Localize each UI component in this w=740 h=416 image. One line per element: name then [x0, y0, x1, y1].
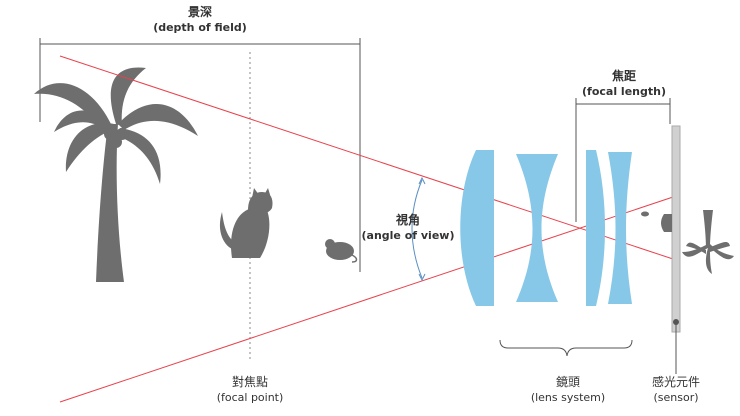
- focal-point-label: 對焦點 (focal point): [200, 374, 300, 406]
- focal-length-en: (focal length): [582, 85, 666, 98]
- sensor-plate: [671, 125, 681, 374]
- lens-plano-convex: [586, 150, 605, 306]
- cat-icon: [219, 188, 273, 258]
- angle-of-view-label: 視角 (angle of view): [360, 212, 456, 244]
- lens-convex: [460, 150, 494, 306]
- focal-length-bracket: [575, 98, 671, 222]
- sensor-zh: 感光元件: [651, 375, 700, 389]
- focal-length-label: 焦距 (focal length): [574, 68, 674, 100]
- depth-of-field-zh: 景深: [187, 5, 212, 19]
- focal-point-en: (focal point): [216, 391, 284, 404]
- light-rays: [59, 55, 677, 403]
- angle-of-view-arc: [411, 176, 426, 282]
- lens-system-zh: 鏡頭: [555, 375, 580, 389]
- lens-concave-2: [608, 152, 632, 304]
- mouse-icon: [325, 239, 358, 263]
- lens-system-bracket: [499, 339, 633, 357]
- angle-of-view-en: (angle of view): [361, 229, 455, 242]
- inverted-palm-tree-icon: [682, 210, 734, 274]
- inverted-mouse-icon: [641, 211, 649, 217]
- depth-of-field-label: 景深 (depth of field): [150, 4, 250, 36]
- lens-system-label: 鏡頭 (lens system): [516, 374, 620, 406]
- lens-system-en: (lens system): [530, 391, 606, 404]
- inverted-cat-icon: [661, 214, 672, 232]
- depth-of-field-en: (depth of field): [153, 21, 247, 34]
- focal-length-zh: 焦距: [611, 69, 636, 83]
- lens-elements: [460, 150, 632, 306]
- focal-point-zh: 對焦點: [231, 375, 268, 389]
- depth-of-field-bracket: [39, 38, 361, 272]
- angle-of-view-zh: 視角: [395, 213, 420, 227]
- palm-tree-icon: [34, 67, 198, 282]
- lens-concave-1: [516, 154, 558, 302]
- sensor-en: (sensor): [653, 391, 699, 404]
- sensor-label: 感光元件 (sensor): [636, 374, 716, 406]
